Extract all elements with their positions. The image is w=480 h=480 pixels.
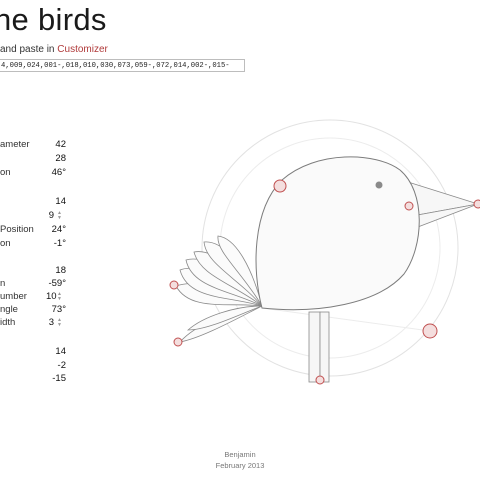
stepper-up-icon[interactable]: ▲ bbox=[57, 210, 62, 216]
customizer-link[interactable]: Customizer bbox=[57, 44, 108, 55]
handle-point[interactable] bbox=[169, 280, 179, 290]
param-value[interactable]: 46° bbox=[51, 167, 66, 178]
param-value[interactable]: 14 bbox=[55, 196, 66, 207]
param-value[interactable]: -59° bbox=[48, 278, 66, 289]
param-value[interactable]: -1° bbox=[53, 238, 66, 249]
handle-point[interactable] bbox=[422, 323, 438, 339]
param-value[interactable]: -2 bbox=[57, 360, 66, 371]
param-label: idth bbox=[0, 317, 16, 328]
stepper-down-icon[interactable]: ▼ bbox=[57, 296, 62, 302]
param-value[interactable]: 73° bbox=[51, 304, 66, 315]
handle-point[interactable] bbox=[473, 199, 480, 209]
param-value[interactable]: -15 bbox=[52, 373, 66, 384]
param-value[interactable]: 10 bbox=[46, 291, 57, 302]
footer-author: Benjamin bbox=[224, 450, 256, 459]
value-stepper[interactable]: ▲ ▼ bbox=[57, 318, 63, 328]
subtitle-text: and paste in bbox=[0, 44, 55, 55]
handle-point[interactable] bbox=[173, 337, 183, 347]
stepper-up-icon[interactable]: ▲ bbox=[57, 291, 62, 297]
param-value[interactable]: 24° bbox=[51, 224, 66, 235]
param-label: ngle bbox=[0, 304, 18, 315]
param-value[interactable]: 18 bbox=[55, 265, 66, 276]
handle-point[interactable] bbox=[273, 179, 287, 193]
value-stepper[interactable]: ▲ ▼ bbox=[57, 211, 63, 221]
bird-legs bbox=[308, 311, 330, 383]
value-stepper[interactable]: ▲ ▼ bbox=[57, 292, 63, 302]
param-value[interactable]: 9 bbox=[48, 210, 54, 221]
guide-circle bbox=[201, 119, 459, 377]
page-title: he birds bbox=[0, 2, 107, 37]
param-value[interactable]: 14 bbox=[55, 346, 66, 357]
stepper-down-icon[interactable]: ▼ bbox=[57, 215, 62, 221]
param-value[interactable]: 28 bbox=[55, 153, 66, 164]
param-label: Position bbox=[0, 224, 34, 235]
stepper-down-icon[interactable]: ▼ bbox=[57, 322, 62, 328]
bird-tail bbox=[175, 235, 263, 343]
footer-date: February 2013 bbox=[215, 461, 265, 470]
param-label: ameter bbox=[0, 139, 30, 150]
handle-point[interactable] bbox=[404, 201, 414, 211]
param-label: umber bbox=[0, 291, 27, 302]
handle-point[interactable] bbox=[315, 375, 325, 385]
bird-code-field[interactable]: 4,009,024,001-,018,010,030,073,059-,072,… bbox=[0, 59, 245, 72]
param-value[interactable]: 42 bbox=[55, 139, 66, 150]
bird-body bbox=[255, 156, 420, 311]
param-label: on bbox=[0, 238, 11, 249]
param-label: n bbox=[0, 278, 6, 289]
bird-eye bbox=[375, 181, 383, 189]
guide-line bbox=[261, 307, 431, 332]
subtitle: and paste in Customizer bbox=[0, 44, 108, 55]
stepper-up-icon[interactable]: ▲ bbox=[57, 317, 62, 323]
param-value[interactable]: 3 bbox=[48, 317, 54, 328]
control-handles[interactable] bbox=[169, 179, 480, 385]
param-label: on bbox=[0, 167, 11, 178]
